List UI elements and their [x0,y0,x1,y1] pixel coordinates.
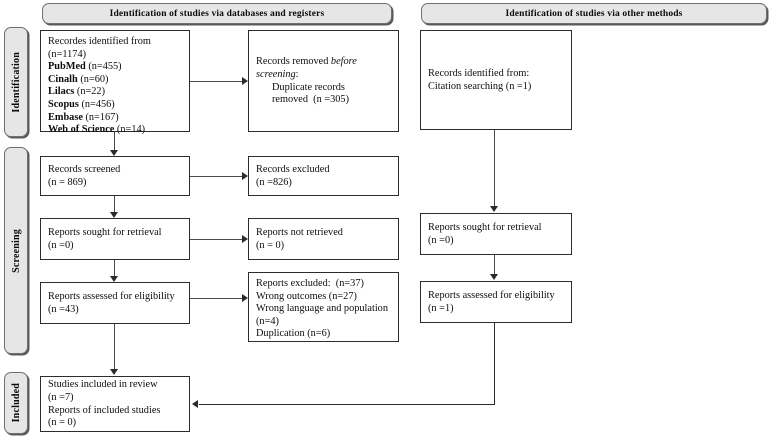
source-count-scopus: (n=456) [78,98,115,110]
records-excluded-line-2: (n =826) [256,176,292,188]
records-identified-line-1: Recordes identified from [48,36,151,47]
records-identified-lilacs: Lilacs (n=22) [48,86,183,99]
records-removed-line-4: removed (n =305) [272,94,350,106]
records-removed-emphasis-before: before [330,56,357,68]
banner-databases-and-registers: Identification of studies via databases … [42,3,392,24]
arrowhead-sought-other-to-assessed-other [490,274,498,280]
source-name-web-of-science: Web of Science [48,124,115,136]
connector-sought-to-not-retrieved [190,239,242,240]
connector-other-to-included-horizontal [199,404,495,405]
reports-excluded-box: Reports excluded: (n=37) Wrong outcomes … [248,272,399,342]
source-count-lilacs: (n=22) [74,86,106,98]
reports-not-retrieved-line-1: Reports not retrieved [256,226,343,238]
records-removed-line-3: Duplicate records [272,81,345,93]
arrowhead-other-to-included [192,400,198,408]
records-identified-pubmed: PubMed (n=455) [48,61,183,74]
studies-included-line-2: (n =7) [48,391,74,403]
arrowhead-identified-to-removed [242,77,248,85]
records-identified-other-line-1: Records identified from: [428,67,530,79]
records-identified-scopus: Scopus (n=456) [48,99,183,112]
connector-identified-to-screened [114,132,115,154]
source-name-scopus: Scopus [48,98,79,110]
records-removed-line-2: screening: [256,69,392,82]
reports-excluded-line-5: Duplication (n=6) [256,328,331,340]
reports-sought-line-2: (n =0) [48,239,74,251]
connector-assessed-to-excluded [190,298,242,299]
reports-assessed-box: Reports assessed for eligibility (n =43) [40,282,190,324]
stage-label-screening-text: Screening [10,228,22,273]
records-identified-embase: Embase (n=167) [48,112,183,125]
arrowhead-screened-to-excluded [242,172,248,180]
records-identified-from-box: Recordes identified from (n=1174) PubMed… [40,30,190,135]
source-count-embase: (n=167) [82,111,119,123]
reports-sought-other-line-2: (n =0) [428,234,454,246]
reports-assessed-other-line-2: (n =1) [428,302,454,314]
source-count-cinalh: (n=60) [77,73,109,85]
connector-assessed-to-included [114,324,115,372]
records-removed-emphasis-screening: screening [256,68,296,80]
records-removed-colon: : [295,68,299,80]
records-removed-line-1: Records removed before [256,56,392,69]
stage-label-included: Included [4,372,28,434]
connector-sought-to-assessed [114,260,115,280]
arrowhead-sought-to-assessed [110,276,118,282]
records-removed-box: Records removed before screening: Duplic… [248,30,399,132]
reports-assessed-line-1: Reports assessed for eligibility [48,290,175,302]
records-excluded-line-1: Records excluded [256,163,330,175]
source-count-pubmed: (n=455) [85,61,122,73]
records-identified-other-line-2: Citation searching (n =1) [428,80,532,92]
banner-other-methods: Identification of studies via other meth… [421,3,767,24]
stage-label-identification-text: Identification [10,51,22,113]
arrowhead-assessed-to-included [110,369,118,375]
studies-included-line-3: Reports of included studies [48,404,161,416]
reports-excluded-line-1: Reports excluded: (n=37) [256,278,364,289]
records-screened-line-1: Records screened [48,163,121,175]
records-excluded-box: Records excluded (n =826) [248,156,399,196]
arrowhead-identified-to-screened [110,150,118,156]
studies-included-box: Studies included in review (n =7) Report… [40,376,190,432]
arrowhead-citation-to-reports-sought [490,206,498,212]
reports-excluded-line-4: (n=4) [256,315,279,327]
reports-assessed-line-2: (n =43) [48,303,79,315]
source-name-pubmed: PubMed [48,61,86,73]
reports-not-retrieved-line-2: (n = 0) [256,239,285,251]
records-identified-other-box: Records identified from: Citation search… [420,30,572,130]
studies-included-line-1: Studies included in review [48,379,158,391]
stage-label-screening: Screening [4,147,28,354]
reports-sought-other-box: Reports sought for retrieval (n =0) [420,213,572,255]
reports-assessed-other-box: Reports assessed for eligibility (n =1) [420,281,572,323]
connector-sought-other-to-assessed-other [494,255,495,278]
reports-assessed-other-line-1: Reports assessed for eligibility [428,289,555,301]
reports-excluded-line-2: Wrong outcomes (n=27) [256,290,357,302]
banner-other-methods-label: Identification of studies via other meth… [505,8,683,19]
connector-citation-to-reports-sought [494,130,495,209]
studies-included-line-4: (n = 0) [48,417,77,429]
records-identified-line-2: (n=1174) [48,48,87,60]
arrowhead-screened-to-sought [110,212,118,218]
connector-identified-to-removed [190,81,242,82]
stage-label-included-text: Included [10,383,22,423]
reports-sought-other-line-1: Reports sought for retrieval [428,221,542,233]
reports-excluded-line-3: Wrong language and population [256,303,388,315]
reports-not-retrieved-box: Reports not retrieved (n = 0) [248,218,399,260]
connector-other-to-included-vertical [494,323,495,404]
reports-sought-line-1: Reports sought for retrieval [48,226,162,238]
source-count-web-of-science: (n=14) [114,124,146,136]
arrowhead-assessed-to-excluded [242,294,248,302]
banner-databases-label: Identification of studies via databases … [109,8,325,19]
source-name-cinalh: Cinalh [48,73,78,85]
records-identified-web-of-science: Web of Science (n=14) [48,124,183,137]
connector-screened-to-sought [114,196,115,216]
reports-sought-box: Reports sought for retrieval (n =0) [40,218,190,260]
records-identified-cinalh: Cinalh (n=60) [48,74,183,87]
source-name-embase: Embase [48,111,83,123]
records-screened-box: Records screened (n = 869) [40,156,190,196]
records-removed-text-a: Records removed [256,56,331,68]
arrowhead-sought-to-not-retrieved [242,235,248,243]
stage-label-identification: Identification [4,27,28,137]
records-screened-line-2: (n = 869) [48,176,87,188]
source-name-lilacs: Lilacs [48,86,75,98]
connector-screened-to-excluded [190,176,242,177]
